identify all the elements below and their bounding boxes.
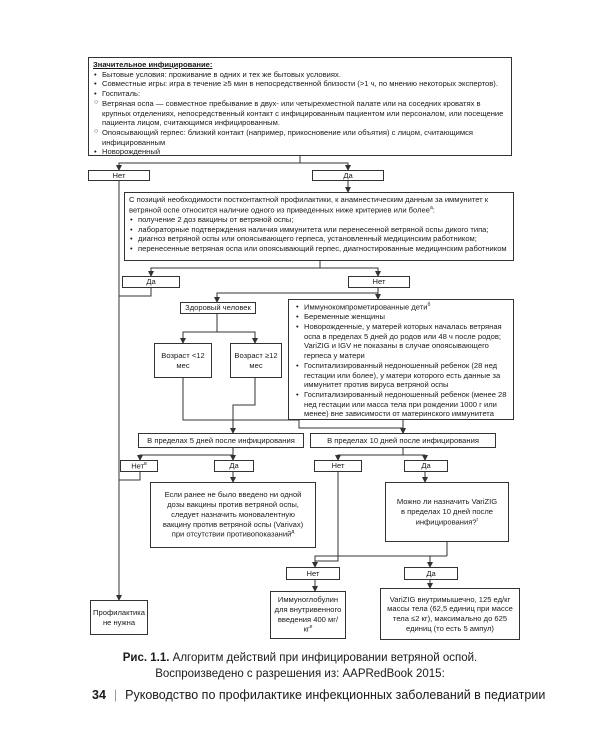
answer-no-5: Нет (286, 567, 340, 580)
significant-exposure-list: Бытовые условия: проживание в одних и те… (93, 70, 507, 157)
significant-exposure-item: Госпиталь: (94, 89, 507, 99)
figure-caption: Рис. 1.1. Алгоритм действий при инфициро… (0, 651, 600, 682)
significant-exposure-box: Значительное инфицирование: Бытовые усло… (88, 57, 512, 157)
connector-question-yes (427, 555, 447, 568)
answer-yes-3-label: Да (229, 461, 239, 471)
age-12-months-plus-box: Возраст ≥12 мес (230, 343, 282, 378)
varizig-dose-box: VariZIG внутримышечно, 125 ед/кг массы т… (380, 588, 520, 640)
answer-yes-2: Да (122, 276, 180, 288)
significant-exposure-title: Значительное инфицирование: (93, 60, 213, 69)
figure-caption-line-2: Воспроизведено с разрешения из: AAPRedBo… (155, 667, 445, 680)
connector-criteria-yes (148, 261, 321, 277)
answer-yes-3: Да (214, 460, 254, 472)
significant-exposure-item: Бытовые условия: проживание в одних и те… (94, 70, 507, 80)
immunity-criteria-item: диагноз ветряной оспы или опоясывающего … (130, 234, 509, 244)
connector-within10-yes (403, 454, 428, 461)
answer-no-4-label: Нет (331, 461, 345, 471)
age-under-12-months-box: Возраст <12 мес (154, 343, 212, 378)
varizig-dose-text: VariZIG внутримышечно, 125 ед/кг массы т… (387, 594, 513, 633)
page-number: 34 (92, 688, 106, 702)
high-risk-group-item: Новорожденные, у матерей которых началас… (296, 322, 509, 361)
immunity-criteria-box: С позиций необходимости постконтактной п… (124, 192, 514, 261)
within-10-days-label: В пределах 10 дней после инфицирования (327, 435, 479, 445)
answer-no-3-label: Нетв (131, 460, 147, 471)
answer-yes-5-label: Да (426, 568, 436, 578)
answer-no-4: Нет (314, 460, 362, 472)
varizig-question-box: Можно ли назначить VariZIG в пределах 10… (385, 482, 509, 542)
immunity-criteria-item: перенесенные ветряная оспа или опоясываю… (130, 244, 509, 254)
high-risk-group-list: Иммунокомпрометированные детибБеременные… (295, 302, 509, 419)
answer-yes-1-label: Да (343, 170, 353, 180)
age-under-12-label: Возраст <12 мес (161, 350, 205, 370)
connector-healthy-ages (180, 314, 218, 344)
ivig-box: Иммуноглобулин для внутривенного введени… (270, 591, 346, 639)
connector-within5-no (137, 448, 234, 461)
answer-no-2-label: Нет (372, 277, 386, 287)
connector-healthy-age12 (217, 331, 258, 344)
connector-within10-no (335, 448, 404, 461)
connector-question-no (314, 555, 447, 561)
answer-no-1: Нет (88, 170, 150, 181)
answer-no-2: Нет (348, 276, 410, 288)
varizig-question-text: Можно ли назначить VariZIG в пределах 10… (396, 497, 498, 527)
connector-age12-within5 (230, 378, 256, 434)
ivig-text: Иммуноглобулин для внутривенного введени… (274, 595, 342, 634)
age-12-plus-label: Возраст ≥12 мес (234, 350, 278, 370)
immunity-criteria-item: получение 2 доз вакцины от ветряной оспы… (130, 215, 509, 225)
answer-no-3: Нетв (120, 460, 158, 472)
high-risk-group-item: Беременные женщины (296, 312, 509, 322)
healthy-person-label: Здоровый человек (185, 303, 251, 313)
immunity-criteria-list: получение 2 доз вакцины от ветряной оспы… (129, 215, 509, 254)
high-risk-group-item: Госпитализированный недоношенный ребенок… (296, 390, 509, 419)
page-footer: 34 | Руководство по профилактике инфекцион… (92, 688, 545, 702)
connector-top-yes (300, 162, 351, 171)
connector-no4-ivig (312, 472, 339, 568)
book-title: Руководство по профилактике инфекционных… (125, 688, 546, 702)
connector-no2-healthy (214, 288, 379, 303)
figure-caption-label: Рис. 1.1. (122, 652, 170, 664)
within-10-days-box: В пределах 10 дней после инфицирования (310, 433, 496, 448)
connector-criteria-no (320, 267, 381, 277)
healthy-person-box: Здоровый человек (180, 302, 256, 314)
figure-caption-line-1: Рис. 1.1. Алгоритм действий при инфициро… (0, 651, 600, 667)
high-risk-group-item: Госпитализированный недоношенный ребенок… (296, 361, 509, 390)
answer-no-1-label: Нет (112, 170, 126, 180)
answer-yes-5: Да (404, 567, 458, 580)
vaccine-recommendation-text: Если ранее не было введено ни одной дозы… (162, 490, 304, 539)
within-5-days-label: В пределах 5 дней после инфицирования (147, 435, 295, 445)
connector-yes2-down (119, 288, 152, 297)
no-prophylaxis-box: Профилактика не нужна (90, 600, 148, 635)
answer-yes-2-label: Да (146, 277, 156, 287)
significant-exposure-item: Опоясывающий герпес: близкий контакт (на… (94, 128, 507, 147)
no-prophylaxis-label: Профилактика не нужна (93, 607, 145, 627)
high-risk-group-box: Иммунокомпрометированные детибБеременные… (288, 299, 514, 420)
vaccine-recommendation-box: Если ранее не было введено ни одной дозы… (150, 482, 316, 548)
footer-separator: | (113, 688, 118, 702)
high-risk-group-item: Иммунокомпрометированные детиб (296, 302, 509, 312)
answer-yes-1: Да (312, 170, 384, 181)
significant-exposure-item: Новорожденный (94, 147, 507, 157)
immunity-criteria-intro: С позиций необходимости постконтактной п… (129, 195, 489, 215)
connector-no3-merge (119, 472, 141, 481)
connector-top-no (116, 156, 301, 171)
figure-caption-text: Алгоритм действий при инфицировании ветр… (169, 652, 478, 664)
significant-exposure-item: Совместные игры: игра в течение ≥5 мин в… (94, 79, 507, 89)
immunity-criteria-item: лабораторные подтверждения наличия иммун… (130, 225, 509, 235)
within-5-days-box: В пределах 5 дней после инфицирования (138, 433, 304, 448)
answer-yes-4: Да (404, 460, 448, 472)
answer-no-5-label: Нет (306, 568, 320, 578)
answer-yes-4-label: Да (421, 461, 431, 471)
significant-exposure-item: Ветряная оспа — совместное пребывание в … (94, 99, 507, 128)
